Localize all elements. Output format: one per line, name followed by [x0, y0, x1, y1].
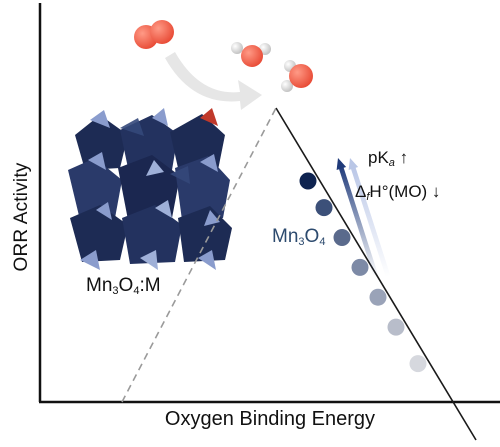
volcano-left-branch — [121, 107, 277, 403]
trend-arrow-dark-head — [336, 158, 347, 171]
reaction-arrow-icon — [165, 52, 262, 110]
mn3o4-crystal-icon — [68, 108, 232, 270]
mn3o4-data-point — [409, 355, 427, 373]
dfh-base: Δ — [355, 182, 367, 201]
mn3o4-sub1: 3 — [298, 236, 305, 248]
o2-molecule-icon — [134, 20, 174, 49]
h2o-molecule-icon — [231, 42, 271, 67]
trend-arrow-dark-shaft — [338, 164, 379, 277]
mn3o4-m-tail: :M — [139, 275, 161, 296]
mn3o4-m-sub2: 4 — [133, 285, 140, 297]
dfh-rest: H°(MO) ↓ — [369, 182, 441, 201]
pka-sub: a — [388, 157, 395, 169]
pka-annotation: pKa ↑ — [368, 148, 408, 169]
mn3o4-data-point — [369, 288, 387, 306]
mn3o4-m-sub1: 3 — [112, 285, 119, 297]
mn3o4-data-point — [315, 199, 333, 217]
mn3o4-m-mid: O — [118, 275, 134, 296]
mn3o4-data-point — [387, 318, 405, 336]
mn3o4-m-base: Mn — [86, 275, 113, 296]
h2o-molecule-icon — [281, 60, 313, 92]
trend-arrow-light-head — [348, 158, 359, 171]
mn3o4-data-point — [351, 258, 369, 276]
mn3o4-data-point — [333, 229, 351, 246]
mn3o4-data-point — [299, 172, 317, 190]
trend-arrow-light-shaft — [350, 164, 391, 277]
pka-arrow: ↑ — [394, 148, 409, 167]
mn3o4-m-label: Mn3O4:M — [86, 275, 161, 297]
dfh-sub: f — [366, 191, 370, 203]
dfh-annotation: ΔfH°(MO) ↓ — [355, 182, 440, 203]
mn3o4-mid: O — [304, 226, 320, 247]
x-axis-label: Oxygen Binding Energy — [164, 408, 376, 430]
pka-base: pK — [368, 148, 389, 167]
y-axis-label: ORR Activity — [11, 162, 32, 272]
mn3o4-base: Mn — [272, 226, 299, 247]
mn3o4-sub2: 4 — [319, 236, 326, 248]
mn3o4-label: Mn3O4 — [272, 226, 325, 248]
